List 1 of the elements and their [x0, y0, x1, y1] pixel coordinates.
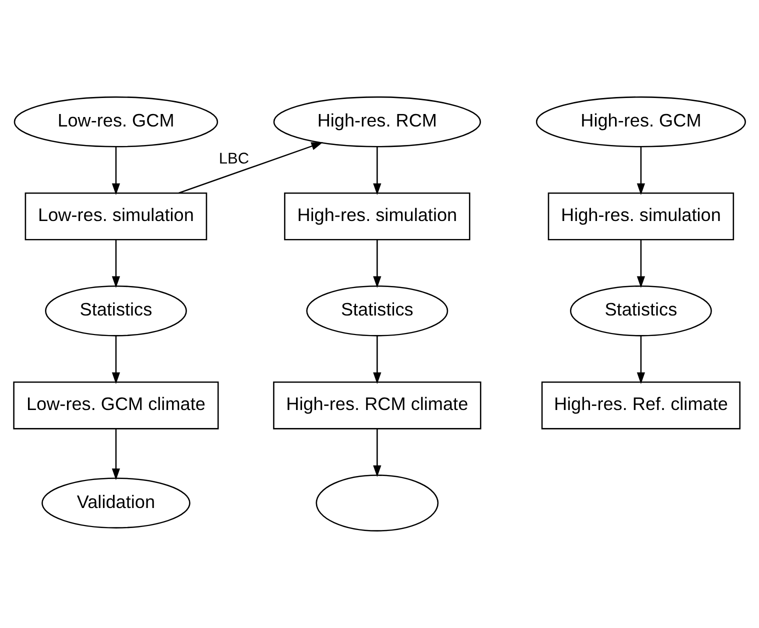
edge-label: LBC	[218, 150, 250, 168]
